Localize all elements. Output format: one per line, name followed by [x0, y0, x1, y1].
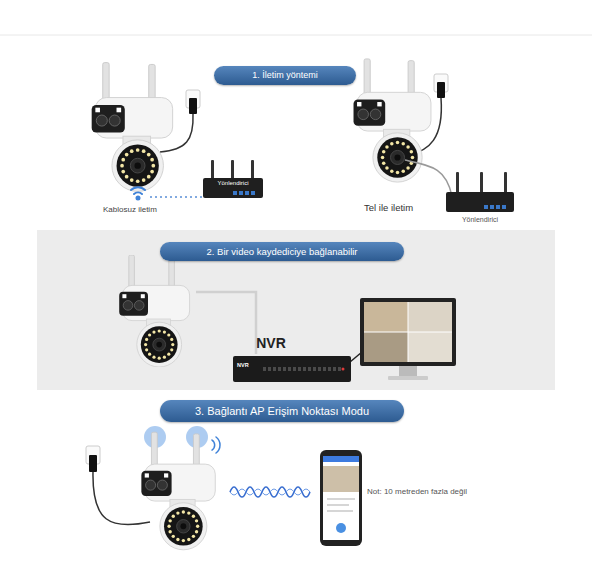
camera-view [408, 302, 452, 332]
router-antenna [480, 172, 483, 194]
monitor-frame [360, 298, 456, 366]
device-label: NVR [251, 336, 291, 350]
app-line [327, 510, 353, 512]
wifi-symbol [131, 187, 145, 199]
heading-text: 1. İletim yöntemi [252, 71, 318, 80]
wifi-symbol [212, 437, 220, 453]
section-heading: 1. İletim yöntemi [214, 66, 356, 85]
phone-screen [323, 456, 359, 540]
nvr-port [333, 367, 336, 371]
power-plug [189, 98, 197, 114]
app-button [336, 523, 346, 533]
monitor-stand [399, 366, 417, 376]
app-header [323, 456, 359, 462]
nvr-port [308, 367, 311, 371]
camera-view [364, 332, 408, 362]
router-port [251, 191, 255, 195]
annotation: Tel ile iletim [364, 203, 413, 213]
router-antenna [211, 160, 214, 180]
router-port [490, 205, 494, 209]
router-antenna [456, 172, 459, 194]
nvr-device: NVR NVR [233, 336, 351, 386]
router-port [496, 205, 500, 209]
router-body [446, 192, 514, 212]
camera-view [364, 302, 408, 332]
nvr-port [283, 367, 286, 371]
annotation: Not: 10 metreden fazla değil [367, 488, 467, 496]
router-antenna [231, 160, 234, 180]
device-label: NVR [237, 363, 257, 369]
app-line [327, 504, 349, 506]
nvr-port [278, 367, 281, 371]
network-cable [196, 292, 256, 354]
signal-wave [230, 489, 310, 495]
nvr-body [233, 356, 351, 382]
nvr-led [342, 368, 345, 371]
nvr-port [263, 367, 266, 371]
router-port [239, 191, 243, 195]
power-plug [437, 82, 445, 98]
phone-body [320, 450, 362, 546]
router-port [484, 205, 488, 209]
camera-view [408, 332, 452, 362]
nvr-port [318, 367, 321, 371]
monitor-screen [364, 302, 452, 362]
network-cable [405, 160, 452, 196]
heading-text: 2. Bir video kaydediciye bağlanabilir [206, 247, 357, 257]
camera [92, 63, 173, 192]
router-antenna [504, 172, 507, 194]
router-port [245, 191, 249, 195]
nvr-port [268, 367, 271, 371]
nvr-port [273, 367, 276, 371]
nvr-port [328, 367, 331, 371]
grid-line [364, 332, 452, 333]
router-antenna [251, 160, 254, 180]
nvr-port [338, 367, 341, 371]
device-shape [233, 336, 351, 386]
router-body [203, 178, 263, 198]
section-band [37, 230, 555, 390]
nvr-port [298, 367, 301, 371]
router-port [233, 191, 237, 195]
annotation: Kablosuz iletim [103, 206, 157, 214]
nvr-port [323, 367, 326, 371]
router-port [502, 205, 506, 209]
nvr-port [288, 367, 291, 371]
router-label: Yönlendirici [446, 216, 514, 223]
power-plug [89, 455, 97, 472]
router-device: Yönlendirici [203, 160, 263, 200]
router-device: Yönlendirici [446, 172, 514, 228]
heading-text: 3. Bağlantı AP Erişim Noktası Modu [195, 406, 369, 417]
nvr-port [293, 367, 296, 371]
nvr-port [303, 367, 306, 371]
app-line [327, 498, 355, 500]
nvr-port [313, 367, 316, 371]
camera [141, 432, 215, 550]
router-label: Yönlendirici [205, 180, 261, 186]
camera-view [323, 466, 359, 492]
divider [0, 35, 592, 36]
section-heading: 3. Bağlantı AP Erişim Noktası Modu [160, 400, 404, 422]
camera [119, 255, 189, 367]
monitor-base [388, 376, 428, 380]
signal-wave [230, 487, 310, 497]
section-heading: 2. Bir video kaydediciye bağlanabilir [160, 242, 404, 261]
wireless-link [150, 196, 205, 198]
